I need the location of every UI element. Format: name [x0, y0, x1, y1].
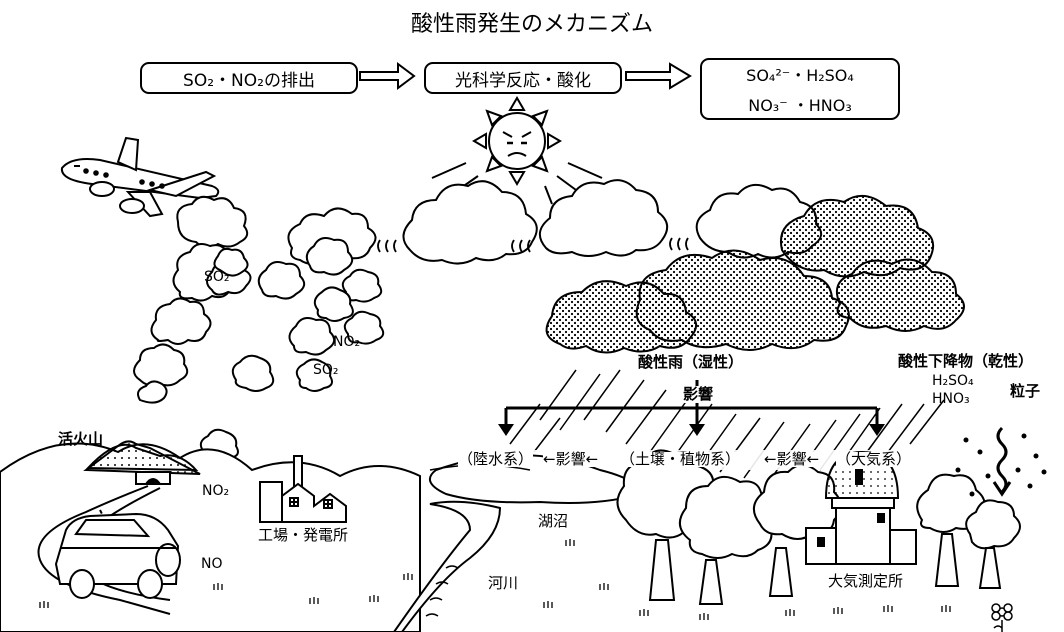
- soil-plant-system-label: （土壌・植物系）: [620, 450, 741, 468]
- land-water-system-label: （陸水系）: [458, 450, 534, 468]
- diagram-title: 酸性雨発生のメカニズム: [410, 12, 653, 37]
- river: [392, 500, 502, 632]
- wet-deposition-label: 酸性雨（湿性）: [636, 353, 746, 371]
- step-emission-label: SO₂・NO₂の排出: [183, 70, 315, 91]
- forest: [616, 449, 1021, 605]
- factory-label: 工場・発電所: [258, 526, 349, 544]
- step-emission-box: SO₂・NO₂の排出: [140, 62, 358, 94]
- tunnel: [135, 471, 171, 485]
- factory-icon: [259, 455, 347, 523]
- gas-label-so2: SO₂: [204, 269, 230, 285]
- gas-label-no2: NO₂: [202, 483, 230, 499]
- sun-icon: [431, 96, 603, 205]
- influence-arrows: [504, 380, 879, 426]
- rain-clouds: [545, 195, 965, 354]
- step-oxidation-label: 光科学反応・酸化: [455, 70, 591, 91]
- product-line-2: NO₃⁻ ・HNO₃: [748, 96, 852, 115]
- volcano: [83, 440, 201, 475]
- influence-arrow-label: ←影響←: [764, 450, 820, 468]
- atmosphere-system-label: （大気系）: [836, 450, 912, 468]
- gas-label-so2: SO₂: [313, 362, 339, 378]
- flower-icon: [991, 603, 1013, 632]
- airplane-icon: [60, 136, 220, 218]
- influence-label: 影響: [681, 385, 716, 403]
- process-arrow-2: [625, 62, 692, 90]
- river-label: 河川: [488, 574, 519, 592]
- gas-label-no2: NO₂: [333, 334, 361, 350]
- white-clouds: [287, 179, 823, 265]
- product-line-1: SO₄²⁻・H₂SO₄: [746, 66, 854, 85]
- car-icon: [54, 512, 181, 599]
- grass-tufts: [39, 539, 951, 620]
- step-oxidation-box: 光科学反応・酸化: [424, 62, 622, 94]
- particles-label: 粒子: [1010, 382, 1041, 400]
- dry-deposition-arrow: [992, 426, 1012, 497]
- gas-label-no: NO: [201, 556, 223, 572]
- observatory-label: 大気測定所: [828, 572, 904, 590]
- particles: [955, 433, 1047, 497]
- exhaust-cloud: [176, 195, 249, 249]
- process-arrow-1: [359, 62, 416, 90]
- lake-label: 湖沼: [538, 512, 569, 530]
- dry-h2so4-label: H₂SO₄: [932, 373, 974, 389]
- wave-marks: [377, 237, 689, 253]
- product-box: SO₄²⁻・H₂SO₄ NO₃⁻ ・HNO₃: [700, 58, 900, 120]
- influence-arrow-label: ←影響←: [543, 450, 599, 468]
- dry-hno3-label: HNO₃: [932, 391, 970, 407]
- volcano-label: 活火山: [58, 430, 104, 448]
- dry-deposition-label: 酸性下降物（乾性）: [898, 352, 1034, 370]
